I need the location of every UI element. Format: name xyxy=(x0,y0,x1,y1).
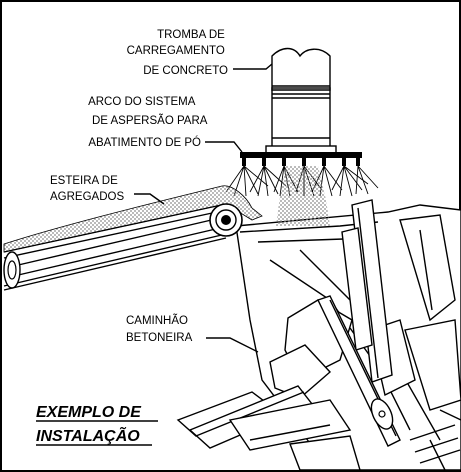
conveyor-label-line-1: ESTEIRA DE xyxy=(50,175,118,187)
truck-label: CAMINHÃO BETONEIRA xyxy=(126,314,193,344)
mixer-truck xyxy=(176,199,461,471)
chute-label-line-1: TROMBA DE xyxy=(157,29,225,41)
spray-arc-label-line-2: DE ASPERSÃO PARA xyxy=(92,114,208,127)
conveyor-label-line-2: AGREGADOS xyxy=(50,191,124,203)
leader-lines xyxy=(134,63,273,353)
conveyor-label: ESTEIRA DE AGREGADOS xyxy=(50,175,124,203)
chute-label-line-2: CARREGAMENTO xyxy=(127,45,225,57)
spray-arc-label-line-3: ABATIMENTO DE PÓ xyxy=(88,136,201,149)
chute-label: TROMBA DE CARREGAMENTO DE CONCRETO xyxy=(127,29,228,77)
spray-arc-label: ARCO DO SISTEMA DE ASPERSÃO PARA ABATIME… xyxy=(88,96,210,149)
chute-label-line-3: DE CONCRETO xyxy=(143,65,228,77)
truck-label-line-2: BETONEIRA xyxy=(126,332,193,344)
example-title: EXEMPLO DE INSTALAÇÃO xyxy=(36,404,158,446)
aggregate-conveyor xyxy=(3,185,263,291)
title-line-2: INSTALAÇÃO xyxy=(36,425,140,445)
dust-column xyxy=(276,166,330,226)
spray-arc-label-line-1: ARCO DO SISTEMA xyxy=(88,96,196,108)
truck-label-line-1: CAMINHÃO xyxy=(126,314,188,327)
title-line-1: EXEMPLO DE xyxy=(36,404,142,421)
concrete-loading-chute xyxy=(240,47,362,166)
